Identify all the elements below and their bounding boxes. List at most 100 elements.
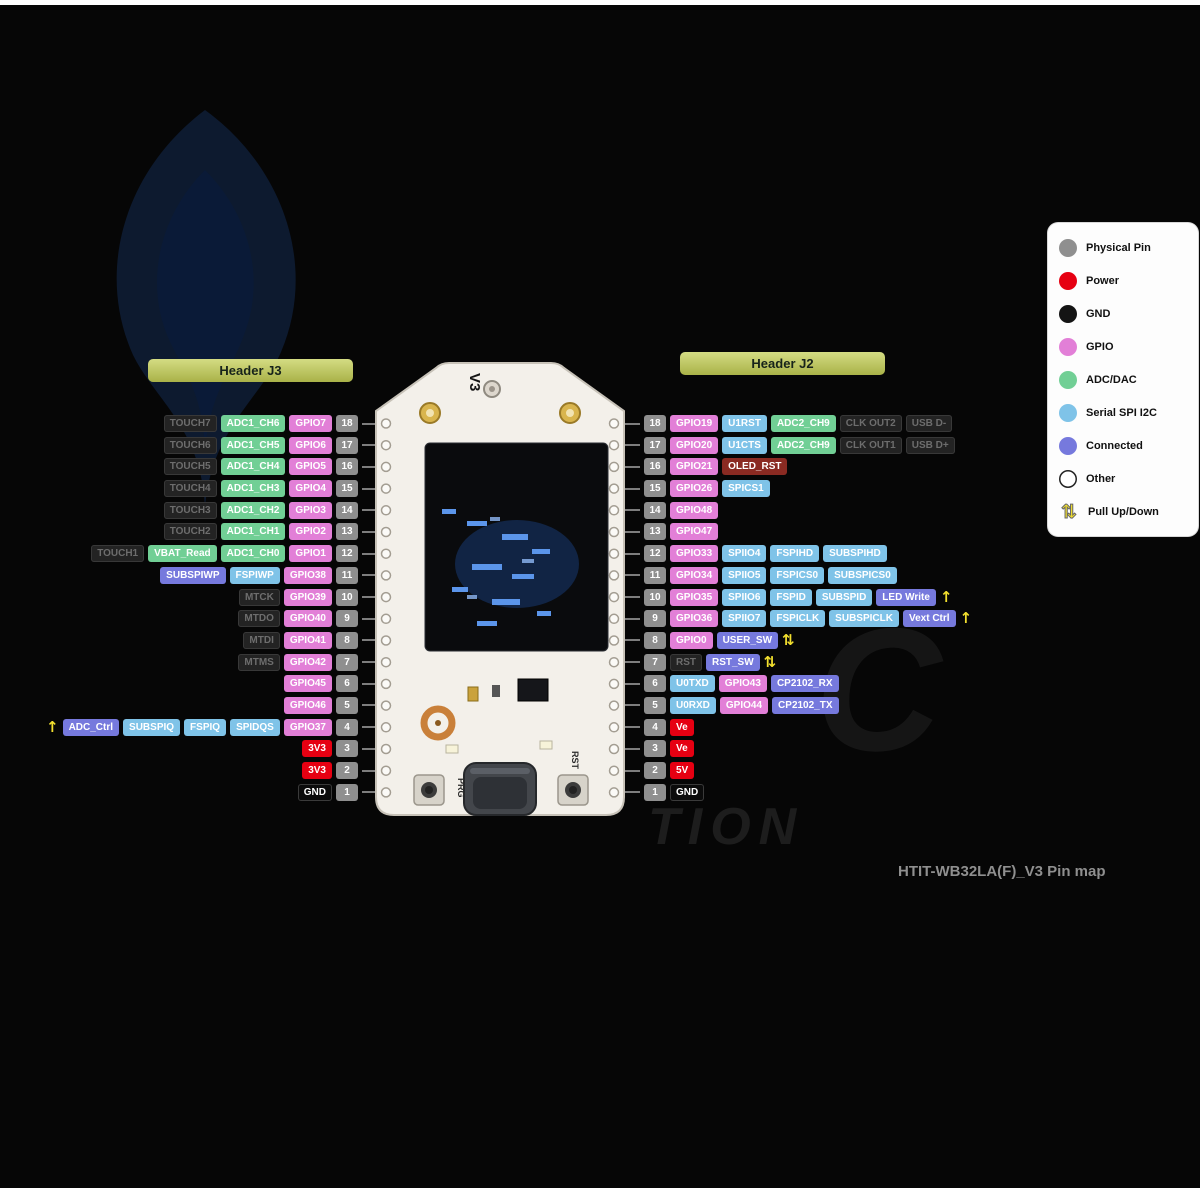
wire xyxy=(622,704,640,707)
pin-number-badge: 16 xyxy=(336,458,358,476)
wire xyxy=(622,617,640,620)
pin-label: GND xyxy=(670,783,705,801)
wire xyxy=(362,574,380,577)
pin-hole xyxy=(380,722,392,733)
pin-hole xyxy=(608,722,620,733)
pin-label: TOUCH6 xyxy=(163,436,217,454)
pin-hole xyxy=(608,548,620,559)
pin-hole xyxy=(380,570,392,581)
pin-label: GPIO40 xyxy=(283,610,332,628)
legend-item: Physical Pin xyxy=(1059,236,1187,259)
pin-label: GPIO42 xyxy=(283,653,332,671)
pin-label: MTDO xyxy=(238,610,280,628)
pin-number-badge: 1 xyxy=(644,783,666,801)
pin-label: GPIO21 xyxy=(670,458,719,476)
legend-item: GND xyxy=(1059,302,1187,325)
pin-label: TOUCH5 xyxy=(163,458,217,476)
pin-label: RST xyxy=(670,653,702,671)
pin-label: CLK OUT2 xyxy=(839,415,902,432)
wire xyxy=(362,791,380,794)
board-version-label: V3 xyxy=(466,373,483,391)
pin-hole xyxy=(608,635,620,646)
oled-display xyxy=(424,442,609,652)
pin-label: ADC1_CH6 xyxy=(220,415,286,432)
pin-hole xyxy=(380,461,392,473)
wire xyxy=(622,769,640,772)
header-j2-label: Header J2 xyxy=(680,352,885,375)
prg-button xyxy=(413,774,445,806)
pin-label: SPIIO7 xyxy=(722,610,767,628)
legend-label: Physical Pin xyxy=(1086,241,1151,254)
pin-hole xyxy=(608,418,620,429)
pin-label: GPIO41 xyxy=(283,631,332,649)
legend-label: Power xyxy=(1086,274,1120,287)
pin-label: GPIO20 xyxy=(670,436,719,454)
led xyxy=(539,740,553,750)
prg-button-label: PRG xyxy=(456,778,466,798)
wire xyxy=(622,465,640,468)
physical-pin-swatch-icon xyxy=(1059,238,1077,257)
wire xyxy=(622,552,640,555)
pin-number-badge: 2 xyxy=(644,762,666,779)
wire xyxy=(622,487,640,490)
pin-hole xyxy=(608,591,620,603)
capacitor xyxy=(492,685,500,697)
pin-hole xyxy=(608,787,620,798)
pin-hole xyxy=(608,439,620,451)
pin-label: GPIO7 xyxy=(289,415,332,432)
legend-label: GPIO xyxy=(1086,340,1114,353)
pin-hole xyxy=(380,700,392,711)
pin-number-badge: 17 xyxy=(644,436,666,454)
pin-label: CP2102_RX xyxy=(770,675,839,693)
gnd-swatch-icon xyxy=(1059,304,1077,323)
pin-number-badge: 13 xyxy=(644,523,666,541)
pin-number-badge: 15 xyxy=(336,480,358,498)
pin-number-badge: 4 xyxy=(336,718,358,736)
pin-label: TOUCH2 xyxy=(163,523,217,541)
pin-number-badge: 5 xyxy=(644,696,666,714)
pin-hole xyxy=(380,439,392,451)
wire xyxy=(622,596,640,598)
pin-hole xyxy=(608,613,620,625)
wire xyxy=(622,530,640,533)
wire xyxy=(622,682,640,685)
wire xyxy=(362,747,380,750)
pin-label: ADC1_CH5 xyxy=(220,436,286,454)
pin-hole xyxy=(380,526,392,538)
screw-hole-right xyxy=(559,402,581,424)
wire xyxy=(362,682,380,685)
pin-label: GPIO4 xyxy=(289,480,332,498)
pin-label: U0TXD xyxy=(670,675,715,693)
wire xyxy=(622,726,640,729)
gpio-swatch-icon xyxy=(1059,337,1077,356)
legend-item: Other xyxy=(1059,467,1187,490)
pin-label: 3V3 xyxy=(302,740,332,758)
pin-label: GPIO43 xyxy=(718,675,767,693)
pin-label: Vext Ctrl xyxy=(902,610,956,628)
pin-hole xyxy=(380,656,392,668)
board: V3 xyxy=(372,359,628,821)
pin-number-badge: 7 xyxy=(644,653,666,671)
wire xyxy=(362,465,380,468)
usb-c-port xyxy=(463,762,537,816)
pin-hole xyxy=(608,678,620,690)
pin-hole xyxy=(608,483,620,494)
pin-label: ADC1_CH2 xyxy=(220,501,286,519)
pin-label: GPIO38 xyxy=(283,566,332,584)
wire xyxy=(362,639,380,642)
pull-updown-icon: ⇅ xyxy=(782,630,795,649)
screw-hole-left xyxy=(419,402,441,424)
pin-label: USB D+ xyxy=(905,436,955,454)
pin-label: U0RXD xyxy=(670,696,716,714)
pin-label: GPIO35 xyxy=(670,588,719,606)
